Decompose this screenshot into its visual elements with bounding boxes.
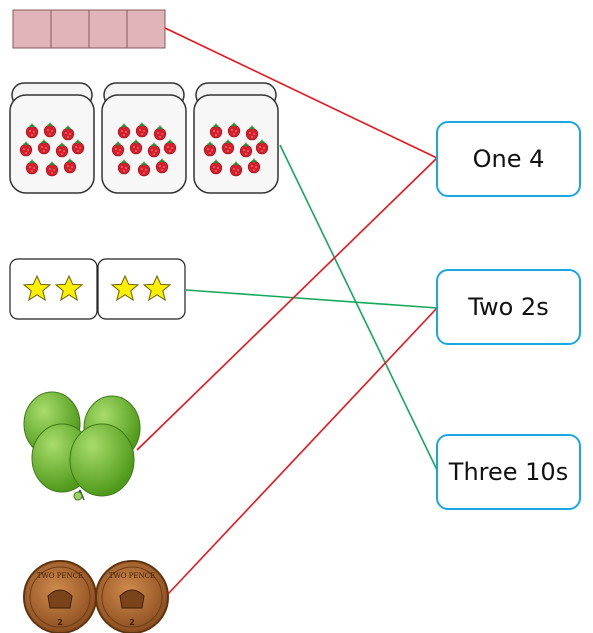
match-lines [136,27,438,595]
two-pence-coin-2: TWO PENCE 2 [95,560,169,633]
square-1 [12,9,52,49]
coin-value-text: 2 [57,618,63,627]
match-line-bar-of-4-squares-to-one-4 [164,27,438,159]
balloons [23,391,141,501]
label-two-2s[interactable]: Two 2s [436,269,581,345]
jar-2 [101,82,187,194]
coin-top-text: TWO PENCE [37,572,83,580]
coin-value-text: 2 [129,618,135,627]
label-three-10s[interactable]: Three 10s [436,434,581,510]
match-line-jars-of-strawberries-to-three-10s [279,144,438,471]
match-line-star-cards-to-two-2s [185,289,438,309]
square-2 [50,9,90,49]
jar-3 [193,82,279,194]
balloon-icon [69,423,135,497]
coin-top-text: TWO PENCE [109,572,155,580]
two-pence-coins: TWO PENCE 2 TWO PENCE 2 [23,560,169,633]
square-4 [126,9,166,49]
match-line-two-pence-coins-to-two-2s [167,307,438,595]
square-3 [88,9,128,49]
star-cards [9,258,186,320]
jars-of-strawberries [9,82,279,194]
two-pence-coin-1: TWO PENCE 2 [23,560,97,633]
label-one-4[interactable]: One 4 [436,121,581,197]
star-card-2 [97,258,186,320]
star-card-1 [9,258,98,320]
bar-of-4-squares [12,9,166,49]
jar-1 [9,82,95,194]
match-line-balloons-to-one-4 [136,157,438,451]
